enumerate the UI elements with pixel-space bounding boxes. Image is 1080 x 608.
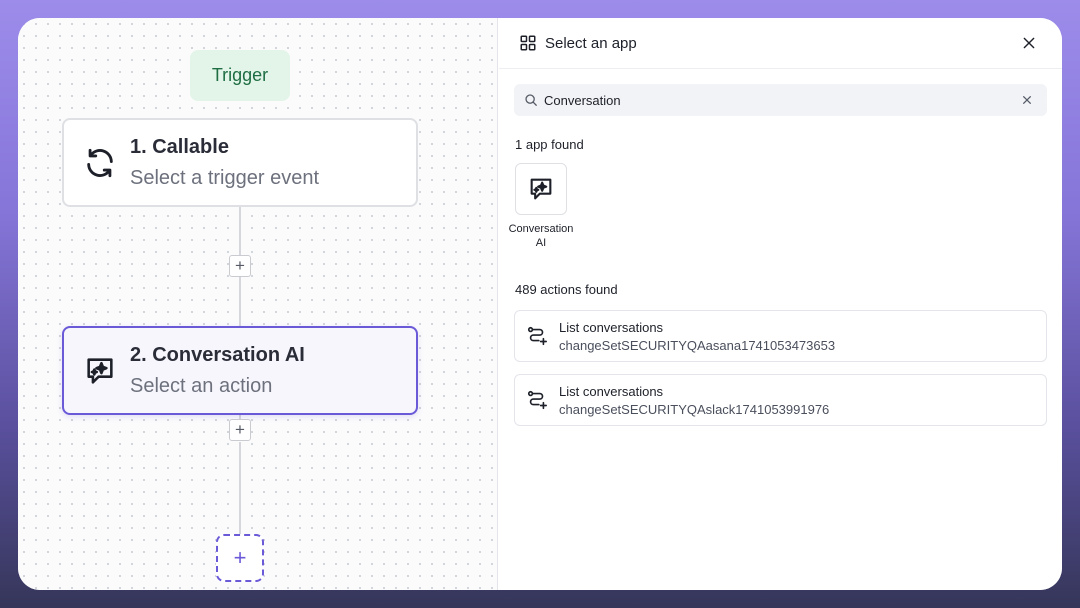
action-title: List conversations [559, 319, 664, 335]
workflow-canvas[interactable]: Trigger 1. Callable Select a trigger eve… [18, 18, 498, 590]
grid-icon [519, 34, 537, 52]
add-step-between-button[interactable]: + [229, 419, 251, 441]
action-item[interactable]: List conversations changeSetSECURITYQAsl… [514, 374, 1047, 426]
app-tile-conversation-ai[interactable] [515, 163, 567, 215]
route-icon [525, 388, 549, 412]
step-card-callable[interactable]: 1. Callable Select a trigger event [62, 118, 418, 207]
trigger-label: Trigger [190, 50, 290, 101]
connector-line [239, 206, 241, 266]
app-window: Trigger 1. Callable Select a trigger eve… [18, 18, 1062, 590]
route-icon [525, 324, 549, 348]
clear-search-icon[interactable] [1019, 92, 1035, 108]
step-subtitle: Select a trigger event [130, 166, 319, 189]
step-title: 2. Conversation AI [130, 343, 305, 366]
action-item[interactable]: List conversations changeSetSECURITYQAas… [514, 310, 1047, 362]
search-bar [514, 84, 1047, 116]
app-name[interactable]: Conversation AI [508, 223, 574, 249]
panel-title: Select an app [545, 34, 637, 52]
connector-line [239, 277, 241, 327]
add-step-button[interactable]: + [216, 534, 264, 582]
action-title: List conversations [559, 383, 664, 399]
chat-sparkle-icon [527, 175, 555, 203]
step-card-conversation-ai[interactable]: 2. Conversation AI Select an action [62, 326, 418, 415]
action-subtitle: changeSetSECURITYQAasana1741053473653 [559, 337, 836, 353]
step-subtitle: Select an action [130, 374, 273, 397]
close-icon[interactable] [1018, 32, 1040, 54]
select-app-panel: Select an app 1 app found [499, 18, 1062, 590]
panel-header: Select an app [499, 18, 1062, 69]
step-title: 1. Callable [130, 135, 229, 158]
apps-found-label: 1 app found [515, 137, 584, 152]
actions-found-label: 489 actions found [515, 282, 618, 297]
connector-line [239, 442, 241, 536]
action-subtitle: changeSetSECURITYQAslack1741053991976 [559, 401, 830, 417]
search-icon [524, 93, 538, 107]
search-input[interactable] [544, 92, 1004, 108]
add-step-between-button[interactable]: + [229, 255, 251, 277]
refresh-icon [80, 143, 120, 183]
chat-sparkle-icon [80, 351, 120, 391]
